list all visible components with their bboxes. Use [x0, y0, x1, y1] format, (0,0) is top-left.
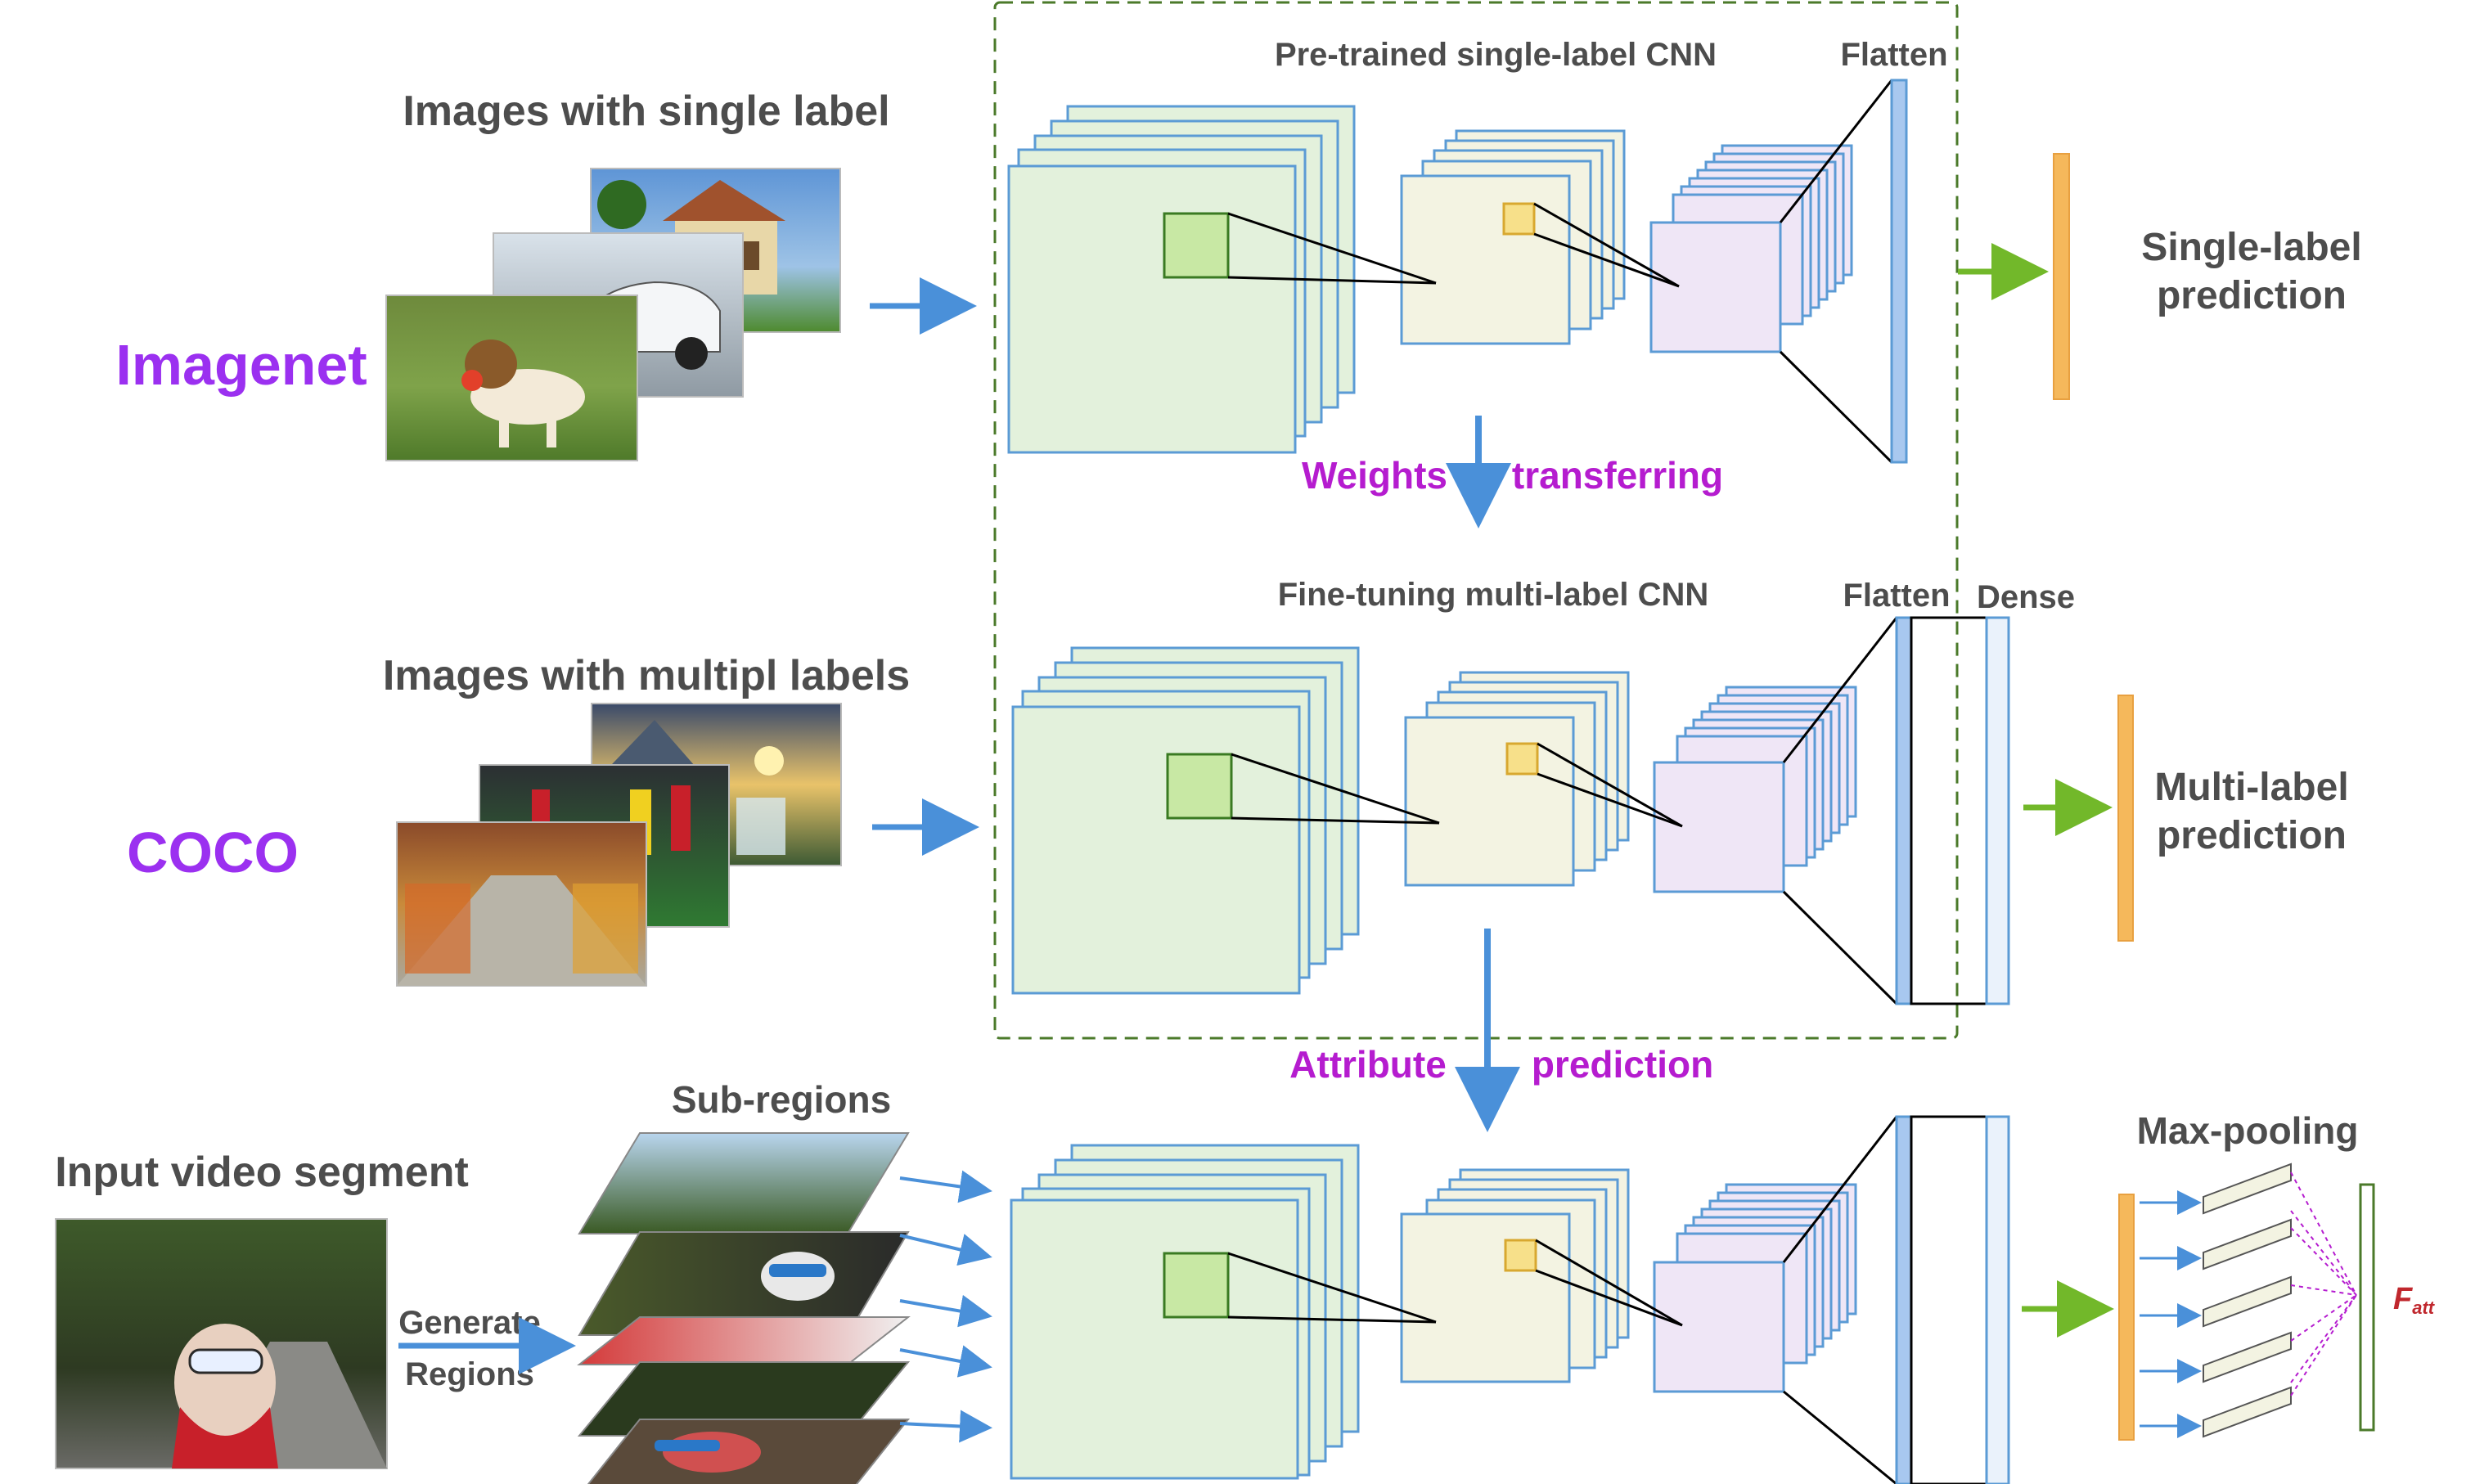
transferring-label: transferring [1512, 454, 1723, 497]
f-att-subscript: att [2412, 1297, 2436, 1318]
f-att-label: Fatt [2393, 1282, 2436, 1318]
input-video-frame [55, 1218, 388, 1469]
coco-image-stack [396, 703, 842, 987]
conv-layer3-stack [1653, 1183, 1857, 1393]
filter-green-row1 [1163, 212, 1230, 279]
conv-layer3-stack [1649, 144, 1853, 353]
images-multi-label-heading: Images with multipl labels [383, 652, 910, 699]
filter-green-row3 [1163, 1252, 1230, 1319]
conv-layer2-stack [1400, 1168, 1630, 1383]
cnn-row3 [1010, 1115, 2010, 1484]
flatten-bar-row2 [1895, 616, 1913, 1005]
attribute-output-bar [2118, 1194, 2135, 1441]
filter-yellow-row1 [1502, 202, 1536, 236]
filter-green-row2 [1166, 753, 1233, 820]
input-video-segment-heading: Input video segment [55, 1149, 469, 1196]
max-pooling-connections [2290, 1171, 2357, 1396]
multi-label-prediction-line2: prediction [2157, 814, 2347, 857]
shared-cnn-dashed-box [993, 1, 1959, 1040]
filter-yellow-row2 [1505, 742, 1539, 776]
sub-region-stack [577, 1132, 911, 1484]
filter-yellow-row3 [1504, 1239, 1537, 1272]
multi-label-prediction-line1: Multi-label [2154, 766, 2348, 809]
flatten-bar-row3 [1895, 1115, 1913, 1484]
finetuning-cnn-heading: Fine-tuning multi-label CNN [1278, 577, 1709, 613]
f-att-main: F [2393, 1282, 2414, 1316]
max-pooling-heading: Max-pooling [2137, 1109, 2359, 1152]
pretrained-cnn-heading: Pre-trained single-label CNN [1275, 37, 1717, 73]
market-image [396, 821, 647, 987]
flatten-top-label: Flatten [1840, 37, 1947, 73]
imagenet-label: Imagenet [115, 333, 367, 397]
multi-label-output-bar [2117, 695, 2134, 942]
single-label-prediction-line1: Single-label [2141, 226, 2361, 269]
attribute-label: Attribute [1289, 1043, 1447, 1086]
regions-label: Regions [405, 1356, 534, 1392]
dense-block-row2 [1910, 616, 2010, 1005]
coco-label: COCO [127, 821, 299, 884]
projection-lines-row1 [1227, 79, 1893, 464]
sub-region-arrows [899, 1170, 992, 1443]
flatten-bar-row1 [1890, 79, 1908, 464]
dense-block-row3 [1910, 1115, 2010, 1484]
max-pooling-boxes [2203, 1162, 2292, 1438]
dog-image [385, 295, 638, 461]
projection-lines-row3 [1227, 1116, 1898, 1484]
flatten-mid-label: Flatten [1843, 578, 1950, 614]
single-label-prediction-line2: prediction [2157, 274, 2347, 317]
weights-label: Weights [1302, 454, 1447, 497]
cnn-row2 [1011, 616, 2010, 1005]
sub-regions-heading: Sub-regions [672, 1078, 891, 1121]
conv-layer1-stack [1011, 646, 1360, 995]
attention-feature-bar [2359, 1183, 2375, 1432]
max-pooling-arrows [2140, 1190, 2202, 1438]
images-single-label-heading: Images with single label [403, 88, 889, 135]
prediction-label: prediction [1532, 1043, 1713, 1086]
single-label-output-bar [2053, 153, 2070, 400]
conv-layer3-stack [1653, 686, 1857, 893]
imagenet-image-stack [385, 168, 841, 461]
projection-lines-row2 [1231, 617, 1898, 1005]
conv-layer1-stack [1007, 105, 1356, 454]
dense-label: Dense [1977, 579, 2075, 615]
generate-label: Generate [398, 1305, 540, 1341]
conv-layer2-stack [1404, 671, 1630, 887]
cnn-row1 [1007, 79, 1908, 464]
